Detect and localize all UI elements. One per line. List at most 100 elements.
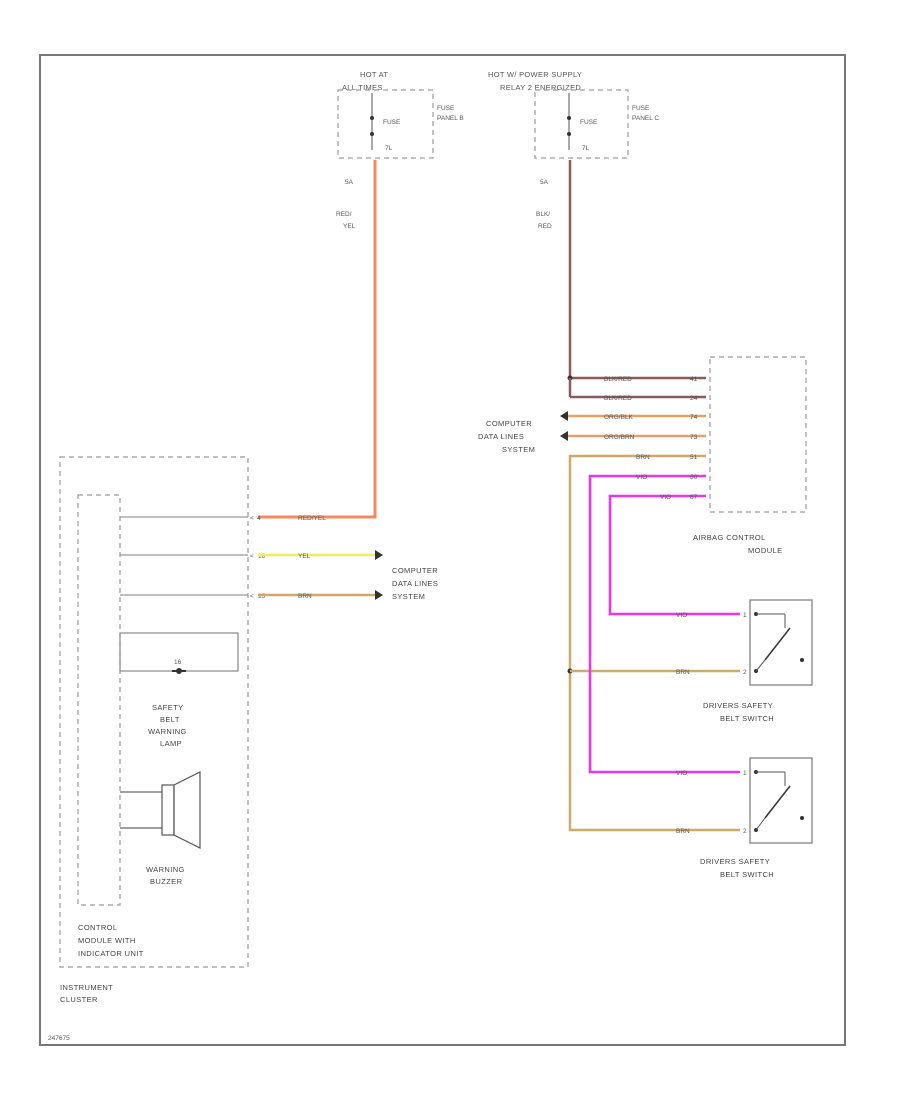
wire-label-51: BRN	[636, 454, 650, 461]
switch-2-pin-2: 2	[743, 828, 747, 835]
lamp-label-4: LAMP	[160, 739, 182, 748]
fuse-b-panel-1: FUSE	[437, 105, 455, 112]
fuse-b-panel-2: PANEL B	[437, 115, 464, 122]
arrow-yel	[375, 550, 383, 560]
fuse-c-amp: 5A	[540, 179, 549, 186]
footer-id: 247675	[48, 1035, 70, 1042]
fuse-c-wire-1: BLK/	[536, 211, 550, 218]
switch-2-contact	[800, 816, 804, 820]
switch-2-blade	[764, 785, 791, 819]
buzzer-label-2: BUZZER	[150, 877, 183, 886]
cluster-label-1: INSTRUMENT	[60, 983, 113, 992]
arrow-org-brn	[560, 431, 568, 441]
belt-switch-1: 1 2 VIO BRN DRIVERS SAFETY BELT SWITCH	[676, 599, 813, 723]
module-label-2: MODULE WITH	[78, 936, 136, 945]
arrow-brn	[375, 590, 383, 600]
switch-1-label-2: BELT SWITCH	[720, 714, 774, 723]
fuse-c-wire-2: RED	[538, 223, 552, 230]
buzzer-icon	[120, 771, 201, 849]
cluster-label-2: CLUSTER	[60, 995, 98, 1004]
wire-brn-51	[568, 454, 740, 832]
module-label-3: INDICATOR UNIT	[78, 949, 144, 958]
airbag-pin-74: 74	[690, 414, 698, 421]
cluster-module-box	[77, 494, 121, 906]
switch-2-label-1: DRIVERS SAFETY	[700, 857, 770, 866]
wire-label-yel: YEL	[298, 553, 311, 560]
wire-red-yel	[258, 160, 377, 519]
airbag-label-1: AIRBAG CONTROL	[693, 533, 766, 542]
diagram-border	[39, 54, 846, 1046]
wire-label-24: BLK/RED	[604, 395, 632, 402]
switch-1-contact	[800, 658, 804, 662]
wire-label-73: ORG/BRN	[604, 434, 635, 441]
fuse-c-terminal-bottom	[567, 132, 571, 136]
wire-label-50: VIO	[636, 474, 647, 481]
fuse-c-terminal-top	[567, 116, 571, 120]
fuse-c-panel-1: FUSE	[632, 105, 650, 112]
airbag-data-lines-3: SYSTEM	[502, 445, 535, 454]
fuse-b-label: FUSE	[383, 119, 401, 126]
fuse-b-header-2: ALL TIMES	[342, 83, 383, 92]
buzzer-label-1: WARNING	[146, 865, 185, 874]
switch-1-blade	[764, 627, 791, 661]
arrow-org-blk	[560, 411, 568, 421]
fuse-c-header-2: RELAY 2 ENERGIZED	[500, 83, 581, 92]
wire-vio-50	[588, 474, 740, 774]
instrument-cluster: < < < 4 10 15 16 SAFETY BELT WARNING LAM…	[59, 456, 266, 1004]
switch-1-wire-vio: VIO	[676, 612, 687, 619]
switch-2-wire-brn: BRN	[676, 828, 690, 835]
airbag-label-2: MODULE	[748, 546, 783, 555]
cluster-pin-4: 4	[257, 515, 261, 522]
lamp-label-3: WARNING	[148, 727, 187, 736]
fuse-c-label: FUSE	[580, 119, 598, 126]
wire-label-87: VIO	[660, 494, 671, 501]
switch-2-label-2: BELT SWITCH	[720, 870, 774, 879]
fuse-panel-b: HOT AT ALL TIMES FUSE 7L FUSE PANEL B 5A…	[336, 70, 464, 230]
wire-label-red-yel: RED/YEL	[298, 515, 326, 522]
fuse-b-wire-2: YEL	[343, 223, 356, 230]
cluster-data-lines-1: COMPUTER	[392, 566, 438, 575]
fuse-c-box	[534, 89, 629, 159]
fuse-c-panel-2: PANEL C	[632, 115, 659, 122]
airbag-pin-24: 24	[690, 395, 698, 402]
switch-1-wire-brn: BRN	[676, 669, 690, 676]
cluster-outer-box	[59, 456, 249, 968]
switch-2-pin-1: 1	[743, 770, 747, 777]
airbag-data-lines-2: DATA LINES	[478, 432, 524, 441]
fuse-b-header-1: HOT AT	[360, 70, 388, 79]
airbag-pin-87: 87	[690, 494, 698, 501]
airbag-control-module: AIRBAG CONTROL MODULE BLK/RED BLK/RED OR…	[478, 356, 807, 832]
airbag-pin-41: 41	[690, 376, 698, 383]
cluster-external-wires: RED/YEL YEL BRN COMPUTER DATA LINES SYST…	[258, 515, 438, 601]
airbag-pin-51: 51	[690, 454, 698, 461]
switch-1-label-1: DRIVERS SAFETY	[703, 701, 773, 710]
wire-label-brn: BRN	[298, 593, 312, 600]
fuse-c-header-1: HOT W/ POWER SUPPLY	[488, 70, 582, 79]
switch-1-pin-2: 2	[743, 669, 747, 676]
switch-1-pin-1: 1	[743, 612, 747, 619]
module-label-1: CONTROL	[78, 923, 117, 932]
fuse-b-pin: 7L	[385, 145, 393, 152]
airbag-module-box	[709, 356, 807, 513]
cluster-pin-4-marker: <	[250, 515, 254, 522]
cluster-pin-10-marker: <	[250, 553, 254, 560]
wire-label-74: ORG/BLK	[604, 414, 634, 421]
airbag-data-lines-1: COMPUTER	[486, 419, 532, 428]
fuse-c-pin: 7L	[582, 145, 590, 152]
belt-switch-2: 1 2 VIO BRN DRIVERS SAFETY BELT SWITCH	[676, 757, 813, 879]
warning-lamp-pin: 16	[174, 659, 182, 666]
wire-vio-87	[608, 494, 740, 616]
lamp-label-1: SAFETY	[152, 703, 184, 712]
wire-label-41: BLK/RED	[604, 376, 632, 383]
switch-2-box	[749, 757, 813, 844]
airbag-pin-73: 73	[690, 434, 698, 441]
fuse-panel-c: HOT W/ POWER SUPPLY RELAY 2 ENERGIZED FU…	[488, 70, 659, 230]
cluster-pin-15: 15	[258, 593, 266, 600]
cluster-pin-10: 10	[258, 553, 266, 560]
airbag-pin-50: 50	[690, 474, 698, 481]
warning-lamp-terminal	[176, 668, 182, 674]
fuse-b-wire-1: RED/	[336, 211, 352, 218]
fuse-b-amp: 5A	[345, 179, 354, 186]
cluster-data-lines-2: DATA LINES	[392, 579, 438, 588]
